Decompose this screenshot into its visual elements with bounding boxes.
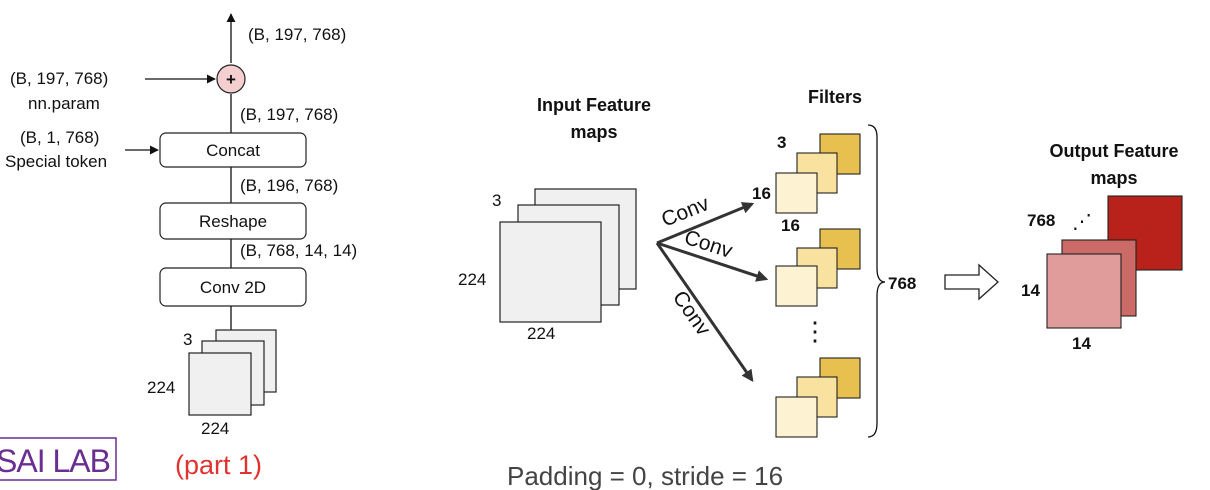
- input-channels: 3: [492, 191, 501, 210]
- conv-arrow-mid: [656, 241, 769, 282]
- output-shape-label: (B, 197, 768): [248, 25, 346, 44]
- token-name: Special token: [5, 152, 107, 171]
- conv-label-bottom: Conv: [668, 287, 715, 341]
- input-width: 224: [527, 324, 555, 343]
- token-shape: (B, 1, 768): [20, 128, 99, 147]
- output-height: 14: [1021, 281, 1040, 300]
- filters-ellipsis: ⋮: [802, 316, 828, 346]
- output-dots: ⋰: [1072, 211, 1092, 233]
- conv-arrow-top: [656, 202, 755, 245]
- output-title-line1: Output Feature: [1050, 141, 1179, 161]
- lab-logo: SAI LAB: [0, 443, 110, 479]
- conv2d-label: Conv 2D: [200, 278, 266, 297]
- input-channels-small: 3: [183, 330, 192, 349]
- output-width: 14: [1072, 334, 1091, 353]
- conv2d-box: [159, 267, 307, 307]
- pipeline: (B, 197, 768) + (B, 197, 768) nn.param (…: [5, 13, 357, 438]
- detail: Input Feature maps 3 224 224 Conv Conv C…: [458, 87, 1183, 490]
- pos-embed-name: nn.param: [28, 94, 100, 113]
- input-height: 224: [458, 270, 486, 289]
- caption: Padding = 0, stride = 16: [507, 461, 783, 490]
- concat-box: [159, 132, 307, 168]
- output-channels: 768: [1027, 211, 1055, 230]
- filter-group-1: [775, 133, 861, 214]
- filters-brace: [867, 124, 886, 438]
- lab-logo-frame: [0, 437, 117, 481]
- input-height-small: 224: [147, 378, 175, 397]
- input-stack-small: [188, 329, 277, 416]
- filter-group-3: [775, 357, 861, 438]
- filter-height: 16: [752, 184, 771, 203]
- output-feature-stack: [1046, 195, 1183, 329]
- filter-count: 768: [888, 274, 916, 293]
- reshape-label: Reshape: [199, 212, 267, 231]
- reshape-out-shape: (B, 196, 768): [240, 176, 338, 195]
- conv-label-mid: Conv: [681, 226, 735, 263]
- input-title-line1: Input Feature: [537, 95, 651, 115]
- concat-out-shape: (B, 197, 768): [240, 105, 338, 124]
- conv-arrow-bottom: [655, 242, 754, 382]
- input-title-line2: maps: [570, 122, 617, 142]
- reshape-box: [159, 202, 307, 240]
- pos-embed-shape: (B, 197, 768): [10, 69, 108, 88]
- add-symbol: +: [226, 70, 236, 89]
- filters-title: Filters: [808, 87, 862, 107]
- input-feature-stack: [499, 188, 637, 323]
- conv-out-shape: (B, 768, 14, 14): [240, 241, 357, 260]
- input-width-small: 224: [201, 419, 229, 438]
- conv-label-top: Conv: [658, 192, 713, 232]
- hollow-arrow: [944, 263, 999, 301]
- add-node: [216, 64, 246, 94]
- part-label: (part 1): [175, 450, 262, 480]
- filter-channels: 3: [777, 133, 786, 152]
- output-title-line2: maps: [1090, 168, 1137, 188]
- filter-width: 16: [781, 216, 800, 235]
- filter-group-2: [775, 228, 861, 307]
- concat-label: Concat: [206, 141, 260, 160]
